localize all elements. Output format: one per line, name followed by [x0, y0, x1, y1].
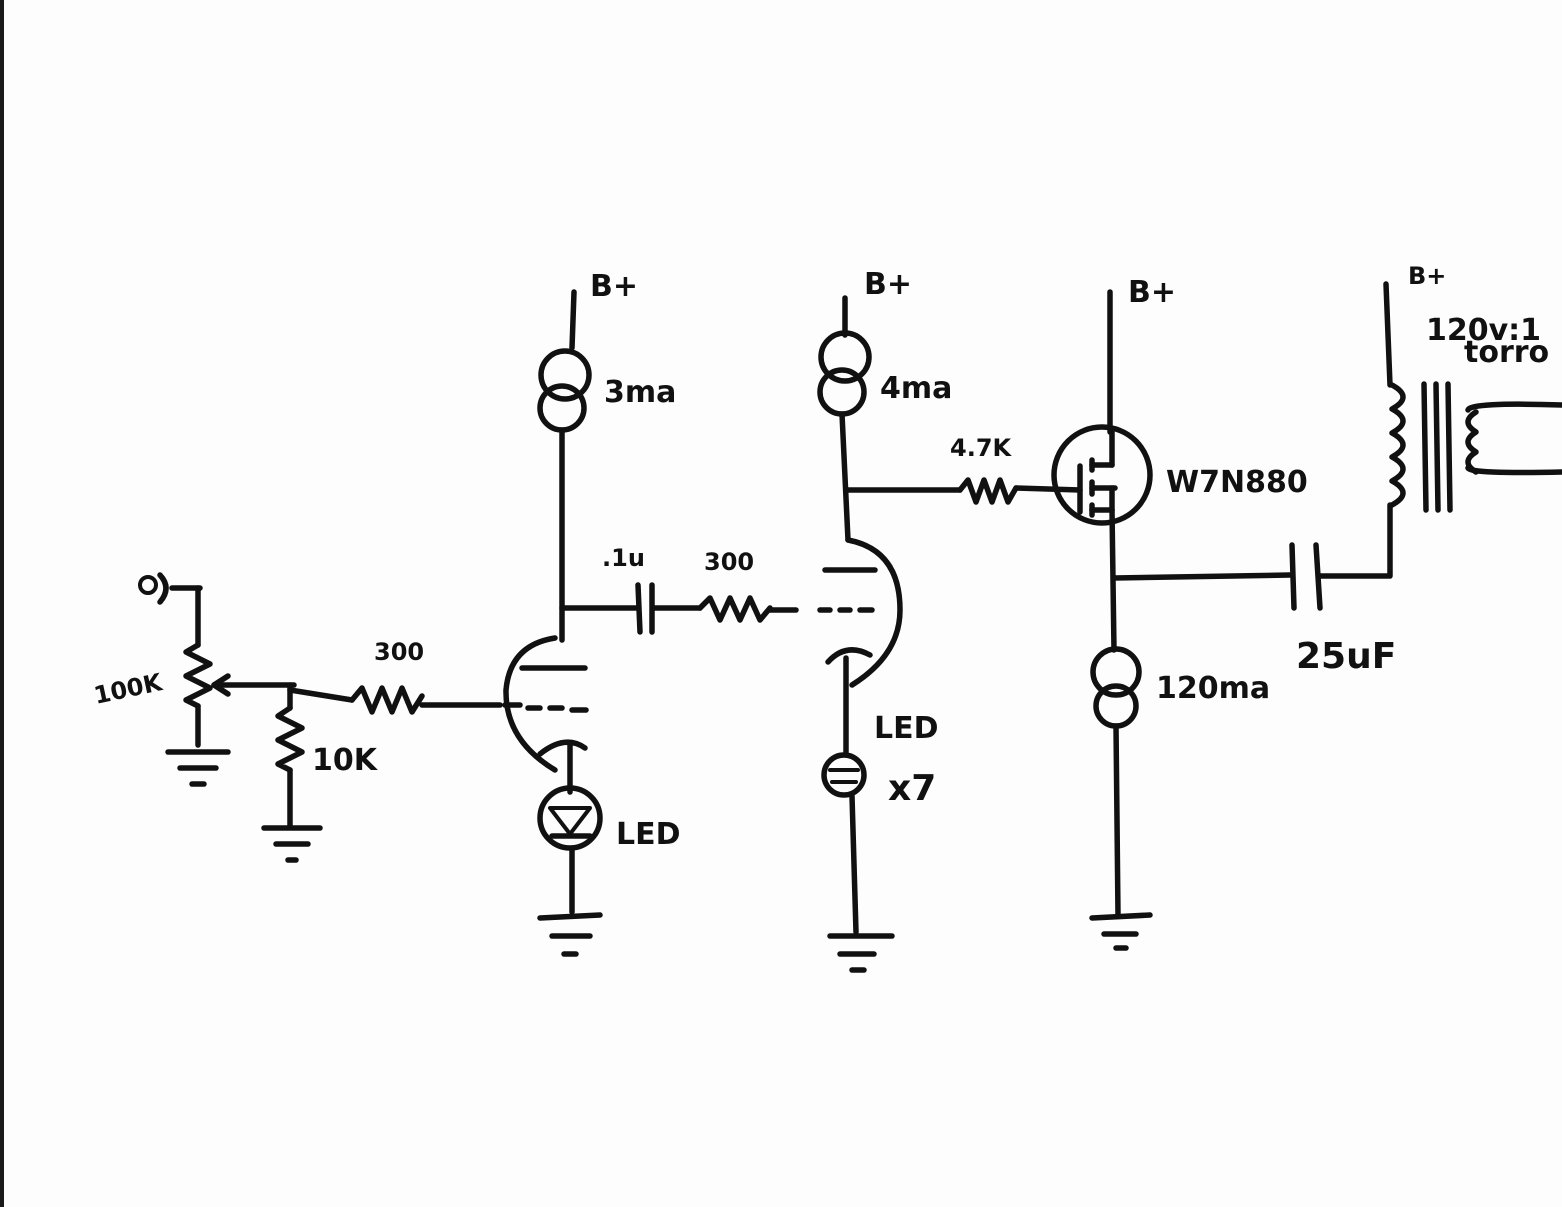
- mosfet: [1051, 289, 1153, 653]
- capacitor-coupling-label: .1u: [602, 544, 645, 572]
- bplus-label-2: B+: [864, 267, 912, 302]
- resistor-10k: [275, 682, 305, 829]
- capacitor-output: [1111, 542, 1391, 611]
- resistor-4-7k: [845, 477, 1083, 505]
- ccs-4ma: [817, 295, 872, 543]
- pot-label: 100K: [91, 668, 165, 710]
- led-stack: [821, 752, 867, 935]
- led-multiplier-label: x7: [888, 768, 936, 809]
- ground-symbol-10k: [261, 825, 323, 863]
- potentiometer-100k: [183, 585, 297, 748]
- triode-2: [817, 537, 903, 755]
- ccs-3ma-label: 3ma: [604, 375, 676, 410]
- resistor-10k-label: 10K: [312, 743, 379, 778]
- resistor-300-grid-2: [697, 595, 799, 623]
- capacitor-coupling: [559, 582, 703, 635]
- input-jack: [138, 572, 203, 605]
- resistor-4-7k-label: 4.7K: [950, 434, 1013, 462]
- led-2-label: LED: [874, 711, 939, 746]
- led-1-label: LED: [616, 817, 681, 852]
- bplus-label-4: B+: [1408, 262, 1446, 290]
- resistor-300-grid-1: [287, 685, 503, 715]
- ccs-3ma: [537, 289, 592, 643]
- transformer-ratio-label: 120v:1: [1426, 313, 1541, 348]
- triode-1: [502, 635, 589, 795]
- transformer-type-label: torro: [1464, 335, 1549, 370]
- output-transformer: [1383, 281, 1562, 579]
- ground-symbol-mosfet: [1089, 912, 1153, 951]
- ground-symbol-triode-1: [537, 912, 603, 957]
- bplus-label-3: B+: [1128, 275, 1176, 310]
- capacitor-output-label: 25uF: [1296, 636, 1396, 677]
- resistor-300-label-1: 300: [374, 638, 424, 666]
- ccs-120ma: [1090, 646, 1142, 918]
- led-1: [537, 785, 603, 915]
- mosfet-label: W7N880: [1166, 465, 1308, 500]
- ground-symbol-pot: [165, 749, 231, 787]
- ccs-120ma-label: 120ma: [1156, 671, 1270, 706]
- ccs-4ma-label: 4ma: [880, 371, 952, 406]
- scan-edge: [0, 0, 4, 1207]
- ground-symbol-triode-2: [827, 933, 895, 973]
- bplus-label-1: B+: [590, 269, 638, 304]
- resistor-300-label-2: 300: [704, 548, 754, 576]
